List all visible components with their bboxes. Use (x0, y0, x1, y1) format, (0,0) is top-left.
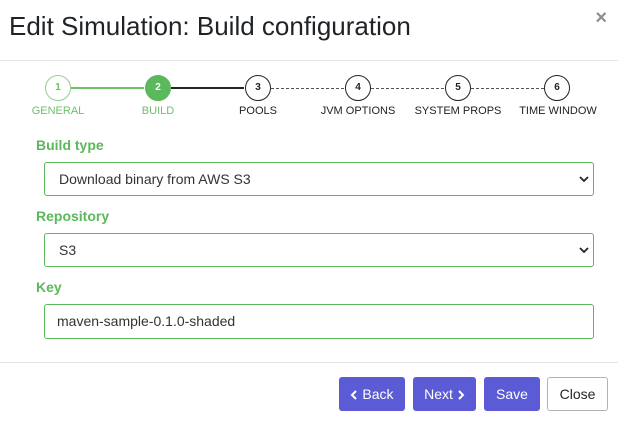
step-3-label: POOLS (239, 105, 277, 117)
build-type-value: Download binary from AWS S3 (59, 171, 251, 187)
step-2-label: BUILD (141, 105, 175, 117)
step-3-circle[interactable]: 3 (245, 75, 271, 101)
save-button[interactable]: Save (484, 377, 540, 411)
stepper: 1 2 3 4 5 6 GENERAL BUILD POOLS JVM OPTI… (0, 60, 618, 130)
step-2-circle[interactable]: 2 (145, 75, 171, 101)
close-icon[interactable]: × (595, 7, 607, 29)
modal-title: Edit Simulation: Build configuration (9, 11, 411, 41)
chevron-left-icon (351, 390, 358, 401)
chevron-down-icon (579, 176, 589, 183)
step-connector (371, 88, 444, 89)
build-type-select[interactable]: Download binary from AWS S3 (44, 162, 594, 196)
back-label: Back (362, 386, 394, 402)
next-button[interactable]: Next (413, 377, 476, 411)
key-input[interactable]: maven-sample-0.1.0-shaded (44, 304, 594, 339)
step-connector (171, 87, 244, 89)
back-button[interactable]: Back (339, 377, 405, 411)
step-5-label: SYSTEM PROPS (414, 105, 502, 117)
key-label: Key (36, 279, 62, 295)
step-1-circle[interactable]: 1 (45, 75, 71, 101)
step-6-circle[interactable]: 6 (544, 75, 570, 101)
build-type-label: Build type (36, 137, 104, 153)
step-1-label: GENERAL (31, 105, 85, 117)
repository-label: Repository (36, 208, 110, 224)
step-connector (271, 88, 344, 89)
chevron-right-icon (458, 390, 465, 401)
modal-footer: Back Next Save Close (0, 362, 618, 423)
step-connector (71, 87, 144, 89)
repository-value: S3 (59, 242, 77, 258)
next-label: Next (424, 386, 453, 402)
step-5-circle[interactable]: 5 (445, 75, 471, 101)
modal-header: Edit Simulation: Build configuration × (0, 0, 618, 61)
step-4-circle[interactable]: 4 (345, 75, 371, 101)
step-6-label: TIME WINDOW (519, 105, 597, 117)
chevron-down-icon (579, 247, 589, 254)
close-button[interactable]: Close (547, 377, 608, 411)
step-connector (471, 88, 544, 89)
step-4-label: JVM OPTIONS (320, 105, 396, 117)
repository-select[interactable]: S3 (44, 233, 594, 267)
